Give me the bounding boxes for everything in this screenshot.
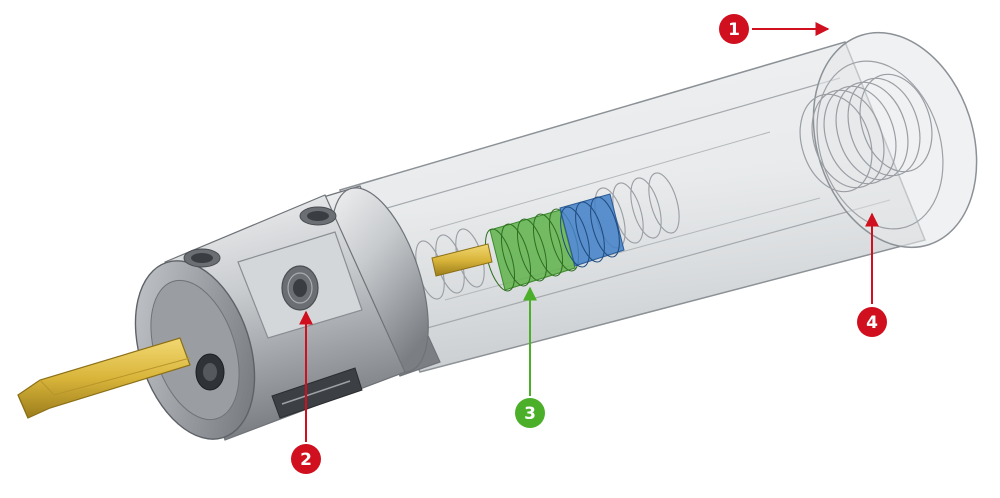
threaded-hole-side — [281, 265, 319, 311]
inner-gold-pin — [431, 243, 493, 277]
front-set-screw — [195, 353, 225, 391]
blue-thread-nut — [559, 193, 625, 268]
threaded-hole-top-2 — [299, 206, 337, 226]
callout-number-1: 1 — [728, 20, 740, 40]
callout-number-4: 4 — [866, 313, 878, 333]
callout-badge-1: 1 — [719, 14, 749, 44]
callout-number-3: 3 — [524, 404, 536, 424]
callout-badge-3: 3 — [515, 398, 545, 428]
transparent-sleeve — [338, 31, 978, 373]
callout-badge-4: 4 — [857, 307, 887, 337]
gold-tool-bit — [17, 337, 191, 419]
threaded-hole-top-1 — [183, 248, 221, 268]
callout-badge-2: 2 — [291, 444, 321, 474]
callout-number-2: 2 — [300, 450, 312, 470]
internal-thread-socket — [799, 73, 933, 193]
